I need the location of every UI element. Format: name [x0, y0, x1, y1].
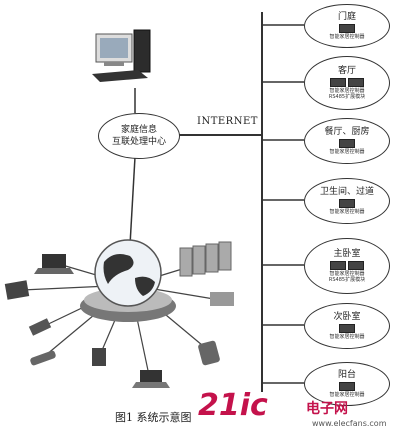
controller-label: 智能家居控制器	[329, 271, 365, 277]
room-title: 阳台	[337, 370, 356, 380]
controller-device-icon	[339, 382, 355, 391]
desktop-computer-icon	[92, 29, 151, 82]
internet-label: INTERNET	[197, 116, 258, 127]
controller-device-icon	[339, 139, 355, 148]
watermark-url: www.elecfans.com	[312, 419, 387, 428]
server-rack-icon	[179, 241, 232, 277]
room-bathroom-corridor: 卫生间、过道 智能家居控制器	[304, 178, 390, 224]
phone-icon	[28, 318, 52, 336]
notebook-icon	[132, 370, 170, 388]
tablet-icon	[4, 280, 30, 300]
figure-caption: 图1 系统示意图	[115, 411, 192, 424]
room-title: 门庭	[337, 12, 356, 22]
hub-line2: 互联处理中心	[111, 137, 166, 147]
room-master-bedroom: 主卧室 智能家居控制器 RS485扩展模块	[304, 238, 390, 294]
controller-device-icon	[339, 324, 355, 333]
printer-icon	[210, 292, 234, 306]
controller-device-icon	[330, 78, 364, 87]
info-processing-center: 家庭信息 互联处理中心	[98, 113, 180, 159]
pda-icon	[198, 340, 220, 366]
expansion-label: RS485扩展模块	[328, 277, 366, 283]
controller-label: 智能家居控制器	[329, 392, 365, 398]
mobile-icon	[92, 348, 106, 366]
controller-label: 智能家居控制器	[329, 209, 365, 215]
globe-icon	[80, 239, 176, 322]
controller-label: 智能家居控制器	[329, 149, 365, 155]
controller-device-icon	[330, 261, 364, 270]
laptop-icon	[34, 254, 74, 274]
room-entrance: 门庭 智能家居控制器	[304, 4, 390, 48]
room-living: 客厅 智能家居控制器 RS485扩展模块	[304, 56, 390, 110]
room-title: 次卧室	[333, 312, 361, 322]
room-second-bedroom: 次卧室 智能家居控制器	[304, 303, 390, 349]
room-dining-kitchen: 餐厅、厨房 智能家居控制器	[304, 118, 390, 164]
watermark-cn: 电子网	[306, 401, 348, 417]
controller-label: 智能家居控制器	[329, 88, 365, 94]
room-title: 客厅	[337, 66, 356, 76]
controller-label: 智能家居控制器	[329, 334, 365, 340]
watermark-logo: 21ic	[198, 388, 268, 423]
room-balcony: 阳台 智能家居控制器	[304, 362, 390, 406]
controller-device-icon	[339, 24, 355, 33]
controller-device-icon	[339, 199, 355, 208]
room-title: 餐厅、厨房	[324, 127, 370, 137]
room-title: 卫生间、过道	[319, 187, 374, 197]
expansion-label: RS485扩展模块	[328, 94, 366, 100]
controller-label: 智能家居控制器	[329, 34, 365, 40]
handset-icon	[30, 350, 56, 366]
hub-line1: 家庭信息	[120, 125, 157, 135]
room-title: 主卧室	[333, 249, 361, 259]
